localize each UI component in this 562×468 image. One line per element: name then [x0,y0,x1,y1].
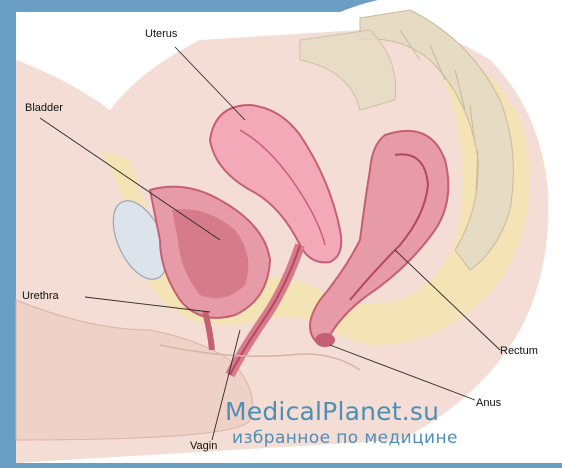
label-bladder: Bladder [25,102,63,114]
watermark-tagline: избранное по медицине [232,428,458,448]
label-vagina: Vagin [190,440,217,452]
watermark-brand: MedicalPlanet.su [225,397,439,426]
label-rectum: Rectum [500,345,538,357]
label-anus: Anus [476,397,501,409]
anus [315,333,335,347]
label-uterus: Uterus [145,28,177,40]
label-urethra: Urethra [22,290,59,302]
